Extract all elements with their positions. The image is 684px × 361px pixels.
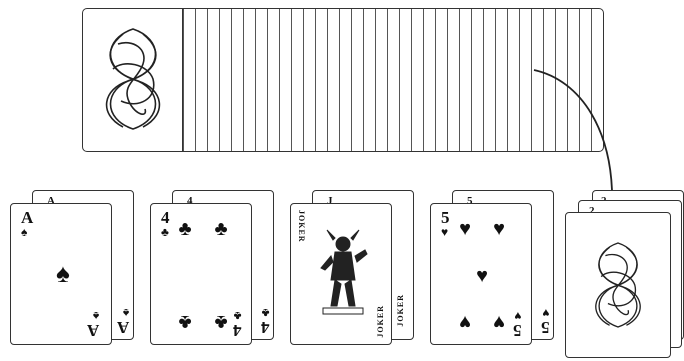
club-pip: ♣ — [178, 219, 191, 239]
club-pip: ♣ — [214, 219, 227, 239]
deck-card-edge — [219, 9, 220, 151]
card-back-rank-bottom: 4♣ — [261, 307, 270, 335]
deck-card-edge — [303, 9, 304, 151]
heart-pip: ♥ — [493, 312, 505, 332]
deck-card-edge — [411, 9, 412, 151]
rank-index: 4♣ — [161, 210, 170, 238]
heart-pip: ♥ — [459, 219, 471, 239]
deck-card-edge — [279, 9, 280, 151]
celtic-knot-icon — [83, 9, 183, 149]
deck-card-edge — [447, 9, 448, 151]
deck-card-edge — [375, 9, 376, 151]
heart-pip: ♥ — [476, 266, 488, 286]
deck-card-edge — [483, 9, 484, 151]
card-five-of-hearts[interactable]: 5♥ ♥ ♥ ♥ ♥ ♥ 5♥ — [430, 203, 532, 345]
deck-card-edge — [207, 9, 208, 151]
card-joker[interactable]: JOKER JOKER — [290, 203, 392, 345]
deck-card-edge — [507, 9, 508, 151]
deck-card-edge — [495, 9, 496, 151]
deck-card-edge — [243, 9, 244, 151]
rank-index-bottom: A♠ — [87, 310, 99, 338]
deck-card-edge — [363, 9, 364, 151]
joker-label-bottom: JOKER — [376, 305, 385, 338]
deck-card-edge — [351, 9, 352, 151]
deck-card-edge — [183, 9, 184, 151]
rank-index: 5♥ — [441, 210, 450, 238]
deck-card-edge — [327, 9, 328, 151]
celtic-knot-icon — [576, 219, 660, 351]
deck-card-edge — [399, 9, 400, 151]
deck-card-edge — [255, 9, 256, 151]
deck-card-edge — [195, 9, 196, 151]
rank-index-bottom: 5♥ — [513, 310, 522, 338]
deck-card-edge — [339, 9, 340, 151]
club-pip: ♣ — [178, 312, 191, 332]
deck-card-edge — [315, 9, 316, 151]
rank-index-bottom: 4♣ — [233, 310, 242, 338]
rank-index: A♠ — [21, 210, 33, 238]
joker-label-back: JOKER — [396, 294, 405, 327]
club-pip: ♣ — [214, 312, 227, 332]
deck-card-edge — [267, 9, 268, 151]
deck-card-edge — [435, 9, 436, 151]
card-back-rank-bottom: 5♥ — [541, 307, 550, 335]
card-four-of-clubs[interactable]: 4♣ ♣ ♣ ♣ ♣ 4♣ — [150, 203, 252, 345]
discard-pile-top[interactable] — [565, 212, 671, 358]
spade-pip: ♠ — [56, 264, 70, 284]
deck-card-edge — [471, 9, 472, 151]
joker-label: JOKER — [297, 210, 306, 243]
deck-card-edge — [387, 9, 388, 151]
heart-pip: ♥ — [459, 312, 471, 332]
deck-card-edge — [231, 9, 232, 151]
card-ace-of-spades[interactable]: A♠ ♠ A♠ — [10, 203, 112, 345]
jester-icon — [313, 228, 373, 320]
heart-pip: ♥ — [493, 219, 505, 239]
deck-card-edge — [459, 9, 460, 151]
deck-card-edge — [423, 9, 424, 151]
deck-top-card[interactable] — [83, 9, 183, 151]
card-back-rank-bottom: A♠ — [117, 307, 129, 335]
deck-card-edge — [291, 9, 292, 151]
